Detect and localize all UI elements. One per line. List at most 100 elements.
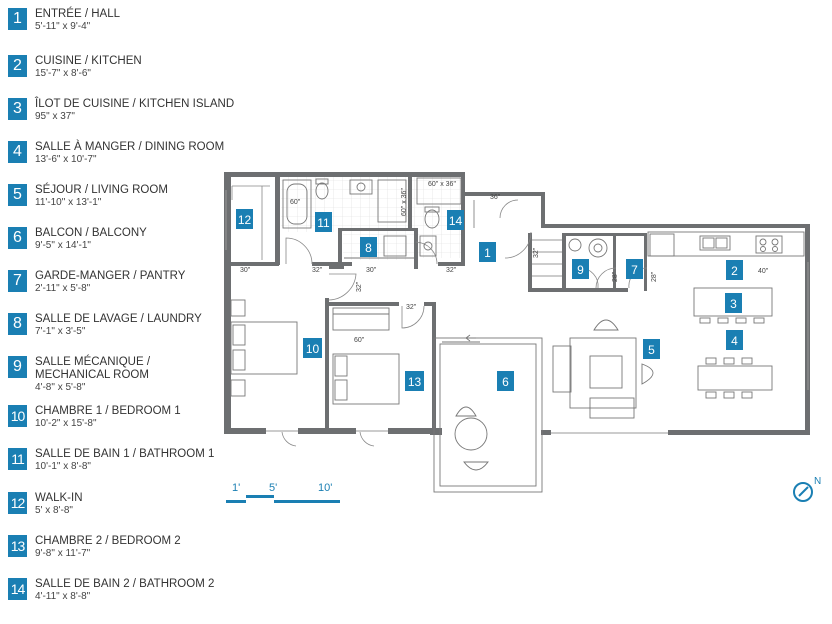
sink [419, 235, 437, 257]
legend-room-dimensions: 10'-2" x 15'-8" [35, 418, 97, 429]
svg-text:1: 1 [484, 246, 491, 260]
mechanical-fixtures [568, 238, 608, 258]
legend-number: 5 [8, 184, 27, 206]
legend-room-dimensions: 15'-7" x 8'-6" [35, 68, 91, 79]
legend-room-dimensions: 2'-11" x 5'-8" [35, 283, 91, 294]
room-badge-7: 7 [626, 259, 643, 279]
dining-table [697, 365, 773, 391]
svg-text:8: 8 [365, 241, 372, 255]
compass-north-label: N [814, 476, 821, 487]
water-heater [568, 238, 582, 252]
dim-kitchen-width: 40" [758, 268, 769, 275]
kitchen-fixtures [647, 231, 805, 324]
bath2-fixtures [416, 177, 462, 257]
legend-number: 14 [8, 578, 27, 600]
legend-number: 10 [8, 405, 27, 427]
svg-text:11: 11 [317, 216, 330, 230]
walkin-shelves [231, 185, 270, 260]
legend-room-name: CUISINE / KITCHEN [35, 55, 142, 67]
legend-room-dimensions: 10'-1" x 8'-8" [35, 461, 91, 472]
svg-text:7: 7 [631, 263, 638, 277]
legend-number: 1 [8, 8, 27, 30]
legend-room-name: WALK-IN [35, 492, 83, 504]
dim-bath2-shower: 60" x 36" [428, 181, 456, 188]
bath1-fixtures [282, 178, 407, 229]
room-badge-6: 6 [497, 371, 514, 391]
furnace [588, 238, 608, 258]
svg-text:13: 13 [408, 375, 422, 389]
room-badge-9: 9 [572, 259, 589, 279]
svg-text:2: 2 [731, 264, 738, 278]
nightstand [230, 299, 246, 317]
svg-text:10: 10 [306, 342, 320, 356]
dining-set [697, 357, 773, 399]
toilet [315, 182, 329, 200]
bathtub [282, 179, 312, 229]
dim-mech-door: 28" [612, 271, 619, 282]
legend-room-dimensions: 9'-5" x 14'-1" [35, 240, 91, 251]
legend-number: 9 [8, 356, 27, 378]
legend-number: 3 [8, 98, 27, 120]
dim-bed2-closet: 60" [354, 337, 365, 344]
room-badge-4: 4 [726, 330, 743, 350]
room-badge-2: 2 [726, 260, 743, 280]
windows [225, 190, 809, 434]
room-badge-5: 5 [643, 339, 660, 359]
sink [349, 179, 373, 195]
dimension-labels: 60" 60" x 36" 60" x 36" 36" 32" 30" 32" … [240, 181, 769, 344]
dim-bath1-shower: 60" x 36" [401, 188, 408, 216]
armchair [641, 363, 654, 385]
dim-bath2-door: 32" [446, 267, 457, 274]
scale-bar: 1' 5' 10' [226, 482, 340, 503]
sofa [552, 345, 572, 393]
legend-room-name: SALLE DE BAIN 1 / BATHROOM 1 [35, 448, 215, 460]
svg-text:12: 12 [238, 213, 252, 227]
bath1-tile-floor [281, 174, 414, 232]
toilet [424, 209, 440, 229]
room-badge-10: 10 [303, 338, 322, 358]
north-compass-icon: N [793, 476, 821, 502]
balcony-chair [463, 461, 489, 471]
dim-bed1-door: 32" [312, 267, 323, 274]
legend-room-name-line2: MECHANICAL ROOM [35, 369, 149, 381]
legend-room-dimensions: 9'-8" x 11'-7" [35, 548, 91, 559]
coffee-table [589, 355, 623, 389]
legend-room-name: ÎLOT DE CUISINE / KITCHEN ISLAND [35, 98, 235, 110]
room-badge-14: 14 [447, 210, 464, 230]
stove [755, 235, 783, 254]
shower [377, 179, 407, 223]
legend-number: 13 [8, 535, 27, 557]
room-legend: 1 ENTRÉE / HALL 5'-11" x 9'-4" 2 CUISINE… [0, 0, 240, 624]
dim-bed2-door: 32" [406, 304, 417, 311]
legend-number: 7 [8, 270, 27, 292]
legend-number: 4 [8, 141, 27, 163]
kitchen-counter [647, 231, 805, 257]
svg-text:3: 3 [730, 297, 737, 311]
legend-room-name: SÉJOUR / LIVING ROOM [35, 184, 168, 196]
legend-room-name: SALLE MÉCANIQUE / [35, 356, 151, 368]
dim-bath1-tub: 60" [290, 199, 301, 206]
legend-number: 12 [8, 492, 27, 514]
dim-laundry-door: 30" [366, 267, 377, 274]
legend-room-name: GARDE-MANGER / PANTRY [35, 270, 186, 282]
bed [332, 353, 400, 405]
nightstand [230, 379, 246, 397]
svg-text:6: 6 [502, 375, 509, 389]
legend-room-dimensions: 4'-11" x 8'-8" [35, 591, 91, 602]
scale-label-5ft: 5' [269, 482, 277, 494]
legend-room-name: BALCON / BALCONY [35, 227, 147, 239]
legend-number: 6 [8, 227, 27, 249]
shower [416, 177, 462, 205]
legend-room-name: SALLE À MANGER / DINING ROOM [35, 141, 225, 153]
balcony-chair [455, 406, 477, 417]
laundry-fixtures [344, 235, 414, 259]
bedroom1-furniture [230, 299, 298, 397]
legend-number: 8 [8, 313, 27, 335]
kitchen-sink [699, 235, 731, 251]
dim-bed1-side: 32" [356, 281, 363, 292]
room-badge-8: 8 [360, 237, 377, 257]
room-badge-3: 3 [725, 293, 742, 313]
legend-room-name: CHAMBRE 1 / BEDROOM 1 [35, 405, 181, 417]
legend-number: 2 [8, 55, 27, 77]
